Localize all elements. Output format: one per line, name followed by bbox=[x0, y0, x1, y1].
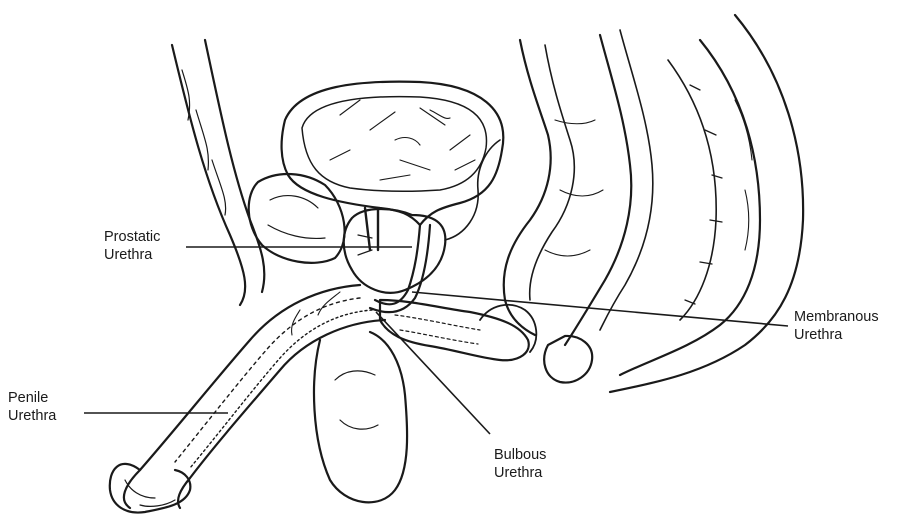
prostate bbox=[344, 208, 446, 293]
label-bulbous-line2: Urethra bbox=[494, 464, 546, 482]
membranous-leader-line bbox=[412, 292, 788, 326]
scrotum bbox=[314, 332, 407, 502]
label-membranous-line2: Urethra bbox=[794, 326, 879, 344]
label-membranous-line1: Membranous bbox=[794, 308, 879, 326]
label-prostatic-urethra: Prostatic Urethra bbox=[104, 228, 160, 264]
label-prostatic-line1: Prostatic bbox=[104, 228, 160, 246]
seminal-duct bbox=[445, 140, 500, 240]
label-membranous-urethra: Membranous Urethra bbox=[794, 308, 879, 344]
label-penile-line1: Penile bbox=[8, 389, 56, 407]
penis-shaft bbox=[124, 285, 385, 508]
anal-sphincter bbox=[480, 305, 592, 383]
rectum bbox=[504, 30, 653, 345]
bladder bbox=[282, 82, 504, 225]
bulbous-leader-line bbox=[376, 312, 490, 434]
label-prostatic-line2: Urethra bbox=[104, 246, 160, 264]
pubic-bone bbox=[249, 174, 345, 263]
label-bulbous-line1: Bulbous bbox=[494, 446, 546, 464]
abdominal-wall bbox=[172, 40, 264, 305]
label-penile-line2: Urethra bbox=[8, 407, 56, 425]
label-penile-urethra: Penile Urethra bbox=[8, 389, 56, 425]
label-bulbous-urethra: Bulbous Urethra bbox=[494, 446, 546, 482]
sacrum bbox=[610, 15, 803, 392]
